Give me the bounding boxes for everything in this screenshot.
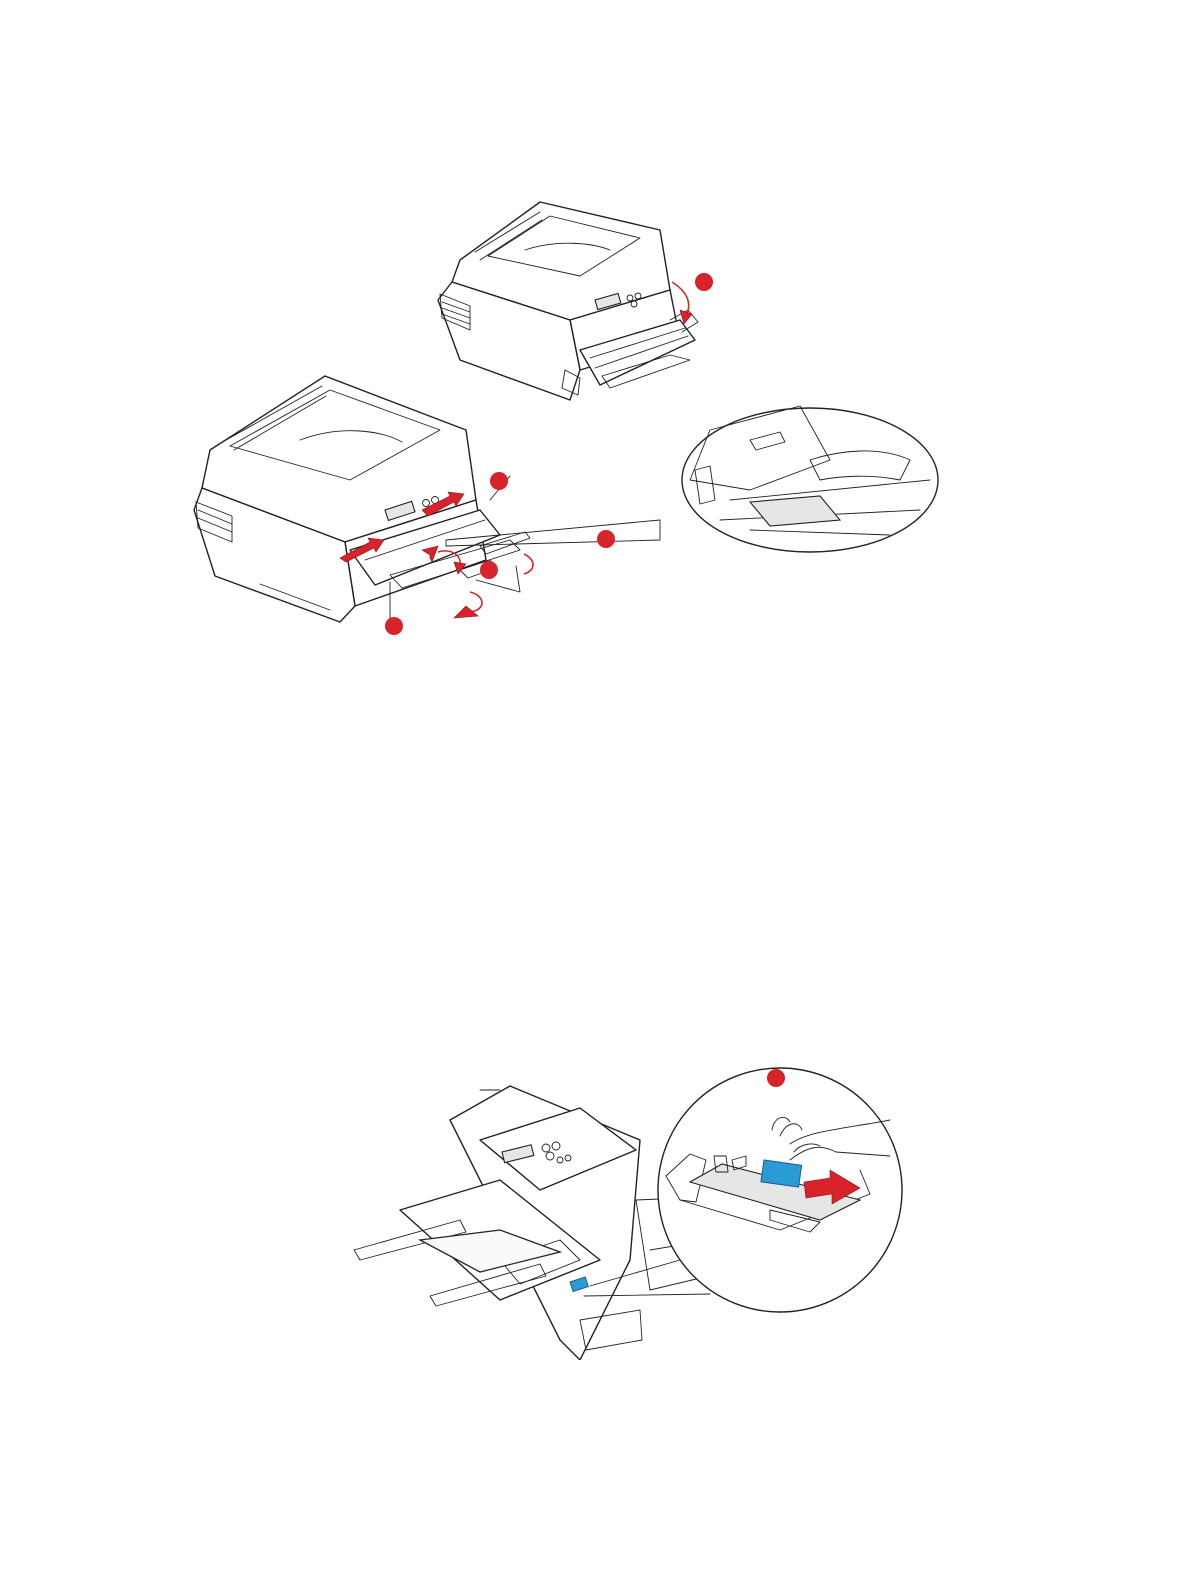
paper-lever-illustration xyxy=(350,1060,910,1360)
callout-dot-1 xyxy=(695,273,713,291)
callout-dot-3 xyxy=(767,1069,785,1087)
callout-dot-2a xyxy=(490,472,508,490)
figure-paper-lever xyxy=(350,1060,910,1360)
callout-dot-2c xyxy=(480,561,498,579)
printer-guides-illustration xyxy=(190,370,940,650)
figure-printer-tray-guides xyxy=(190,370,940,650)
callout-dot-2d xyxy=(385,617,403,635)
callout-dot-2b xyxy=(597,530,615,548)
